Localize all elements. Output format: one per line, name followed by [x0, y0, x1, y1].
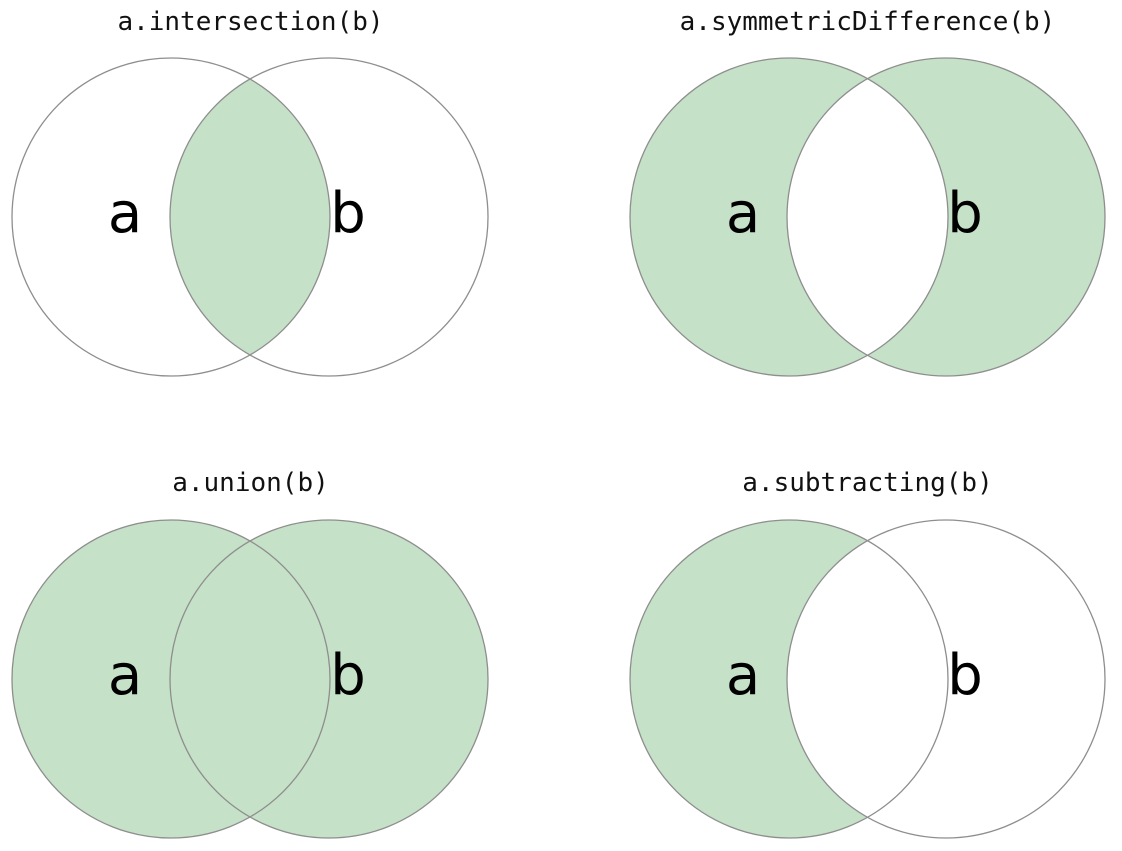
set-b-label: b: [947, 643, 983, 708]
region-intersection-unshaded: [787, 58, 948, 376]
region-intersection-unshaded: [787, 520, 948, 838]
circle-b-outline: [786, 57, 1106, 377]
set-b-label: b: [330, 181, 366, 246]
region-b-fill: [170, 520, 488, 838]
region-intersection-fill: [170, 58, 330, 376]
panel-title-intersection: a.intersection(b): [117, 7, 384, 37]
panel-title-symmetric-difference: a.symmetricDifference(b): [679, 7, 1056, 37]
set-a-label: a: [726, 181, 760, 246]
set-b-label: b: [947, 181, 983, 246]
set-b-label: b: [330, 643, 366, 708]
circle-b-outline: [169, 57, 489, 377]
panel-title-subtracting: a.subtracting(b): [742, 468, 993, 498]
set-a-label: a: [726, 643, 760, 708]
set-a-label: a: [108, 181, 142, 246]
circle-b-outline: [786, 519, 1106, 839]
panel-title-union: a.union(b): [172, 468, 329, 498]
set-a-label: a: [108, 643, 142, 708]
circle-a-outline: [629, 519, 949, 839]
circle-a-outline: [11, 57, 331, 377]
circle-a-outline: [11, 519, 331, 839]
circle-b-outline: [169, 519, 489, 839]
circle-a-outline: [629, 57, 949, 377]
